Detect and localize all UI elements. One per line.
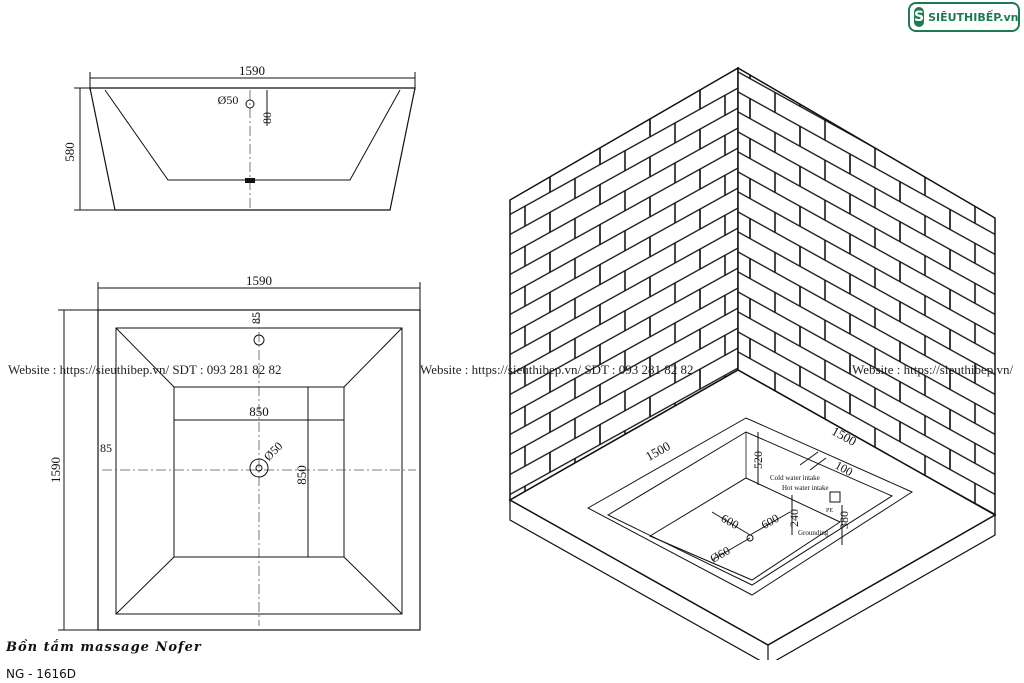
side-drain-dia-label: Ø50 [218, 93, 239, 107]
top-inner-height-label: 850 [294, 465, 309, 485]
installation-drawing: 1500 1500 520 100 Cold water intake Hot … [508, 66, 997, 660]
logo-text: SIÊUTHIBẾP.vn [928, 10, 1019, 24]
install-240-label: 240 [787, 509, 801, 527]
product-model: NG - 1616D [6, 667, 77, 681]
install-380-label: 380 [837, 511, 851, 529]
install-520-label: 520 [751, 451, 765, 469]
watermark-3: Website : https://sieuthibep.vn/ [852, 362, 1014, 377]
side-drain-outlet [245, 178, 255, 183]
side-height-label: 580 [62, 142, 77, 162]
watermark-2: Website : https://sieuthibep.vn/ SDT : 0… [420, 362, 694, 377]
logo-mark-icon: S [914, 7, 925, 27]
side-drain-circle [245, 99, 255, 109]
grounding-label: Grounding [798, 529, 829, 537]
top-drain-circle [249, 458, 269, 478]
product-title: Bồn tắm massage Nofer [6, 640, 202, 655]
top-drain-dia-label: Ø50 [261, 439, 286, 464]
top-inner-width-label: 850 [249, 404, 269, 419]
cold-water-label: Cold water intake [770, 474, 820, 482]
brand-logo: S SIÊUTHIBẾP.vn [908, 2, 1020, 32]
top-edge-top-label: 85 [249, 312, 263, 324]
top-view-drawing: 1590 1590 850 850 85 85 Ø50 [50, 273, 421, 631]
install-drain-circle [746, 534, 754, 542]
side-view-drawing: 1590 580 Ø50 80 [62, 63, 416, 211]
watermark-1: Website : https://sieuthibep.vn/ SDT : 0… [8, 362, 282, 377]
top-overflow-circle [253, 334, 265, 346]
top-width-label: 1590 [246, 273, 272, 288]
side-tub-outline [89, 87, 416, 211]
side-drain-offset-label: 80 [260, 112, 274, 124]
top-height-label: 1590 [50, 457, 63, 483]
tub-recess-outline [586, 417, 914, 596]
power-outlet-icon [829, 491, 841, 503]
side-width-label: 1590 [239, 63, 265, 78]
hot-water-label: Hot water intake [782, 484, 829, 492]
pe-label: PE [826, 508, 833, 514]
top-tub-outline [97, 309, 421, 631]
side-tub-inner [104, 89, 401, 181]
top-edge-left-label: 85 [100, 441, 112, 455]
